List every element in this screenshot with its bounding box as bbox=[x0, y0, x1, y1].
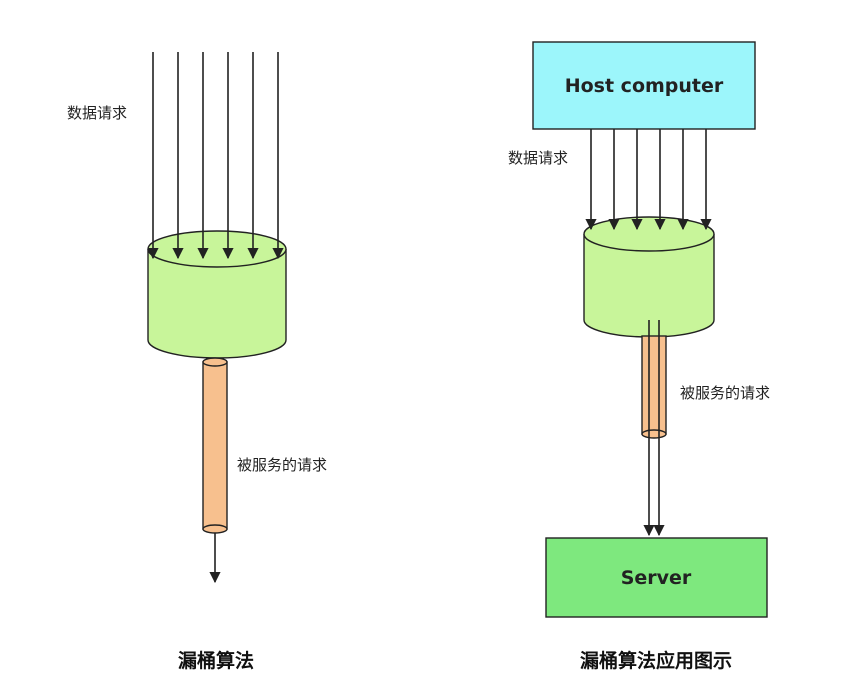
host-computer-box: Host computer bbox=[532, 41, 756, 130]
right-leaky-bucket-application: Host computer Server bbox=[508, 41, 770, 672]
right-served-arrows bbox=[643, 320, 665, 537]
left-caption: 漏桶算法 bbox=[178, 649, 254, 672]
left-served-label: 被服务的请求 bbox=[237, 456, 327, 474]
server-box: Server bbox=[545, 537, 768, 618]
right-request-arrows bbox=[585, 129, 712, 231]
server-label: Server bbox=[621, 567, 692, 589]
right-pipe bbox=[641, 335, 667, 439]
left-request-arrows bbox=[147, 52, 284, 260]
left-request-label: 数据请求 bbox=[67, 104, 127, 122]
right-request-label: 数据请求 bbox=[508, 149, 568, 167]
host-computer-label: Host computer bbox=[565, 75, 724, 97]
right-bucket bbox=[583, 216, 715, 338]
left-bucket bbox=[147, 230, 287, 359]
right-served-label: 被服务的请求 bbox=[680, 384, 770, 402]
right-caption: 漏桶算法应用图示 bbox=[580, 649, 732, 672]
left-leaky-bucket: 数据请求 被服务的请求 漏桶算法 bbox=[67, 52, 327, 672]
left-pipe bbox=[202, 357, 228, 534]
